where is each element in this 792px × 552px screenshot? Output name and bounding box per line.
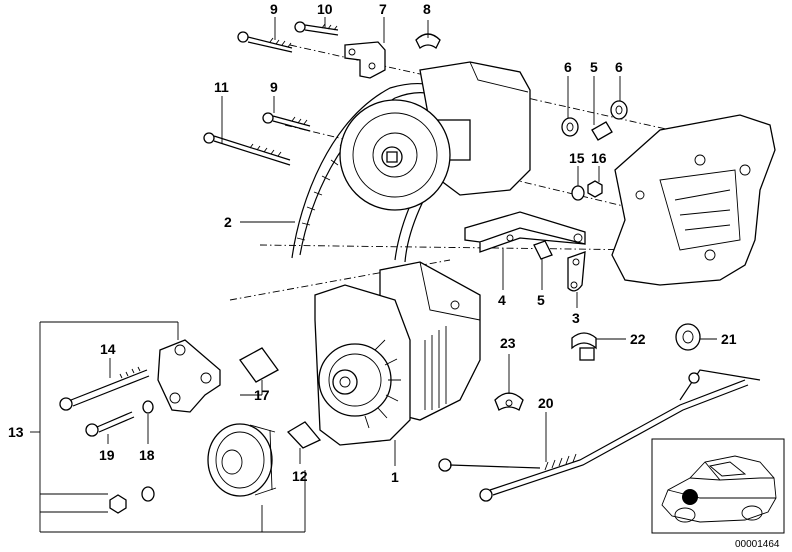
washer-18 bbox=[142, 400, 154, 414]
mounting-plate bbox=[157, 339, 221, 413]
clip-22 bbox=[571, 332, 597, 361]
callout-3: 3 bbox=[572, 310, 580, 326]
tension-bar-4 bbox=[464, 211, 586, 253]
clip-8 bbox=[415, 33, 441, 49]
callout-18: 18 bbox=[139, 447, 155, 463]
clamp-23 bbox=[494, 392, 524, 411]
callout-20: 20 bbox=[538, 395, 554, 411]
bolt-19 bbox=[85, 411, 135, 437]
washer-15 bbox=[571, 185, 585, 201]
spacer-6-right bbox=[610, 100, 628, 120]
bolt-11 bbox=[203, 132, 291, 166]
bolt-9-top bbox=[237, 31, 293, 53]
callout-11: 11 bbox=[214, 79, 229, 95]
bolt-9-middle bbox=[262, 112, 311, 132]
bracket-7 bbox=[344, 41, 386, 79]
callout-17: 17 bbox=[254, 387, 270, 403]
callout-7: 7 bbox=[379, 1, 387, 17]
bolt-12 bbox=[286, 421, 322, 449]
cable-20 bbox=[438, 369, 761, 502]
ac-compressor bbox=[339, 61, 531, 211]
callout-21: 21 bbox=[721, 331, 737, 347]
callout-5-top: 5 bbox=[590, 59, 598, 75]
leader-lines bbox=[107, 17, 717, 466]
bolt-10 bbox=[294, 21, 339, 36]
callout-labels: 9 10 7 8 6 5 6 11 9 15 16 2 4 5 3 23 22 … bbox=[8, 1, 737, 485]
callout-10: 10 bbox=[317, 1, 333, 17]
callout-9-middle: 9 bbox=[270, 79, 278, 95]
callout-23: 23 bbox=[500, 335, 516, 351]
nut-16 bbox=[587, 180, 603, 198]
callout-12: 12 bbox=[292, 468, 308, 484]
spacer-6-left bbox=[561, 117, 579, 137]
callout-8: 8 bbox=[423, 1, 431, 17]
location-marker bbox=[682, 489, 698, 505]
callout-4: 4 bbox=[498, 292, 506, 308]
sleeve-5-bottom bbox=[533, 240, 553, 260]
sleeve-5-top bbox=[591, 121, 613, 141]
callout-16: 16 bbox=[591, 150, 607, 166]
group-13-bracket bbox=[30, 321, 306, 533]
callout-13: 13 bbox=[8, 424, 24, 440]
washer-lower bbox=[141, 486, 155, 502]
callout-15: 15 bbox=[569, 150, 585, 166]
alternator-1 bbox=[314, 261, 481, 446]
callout-6-right: 6 bbox=[615, 59, 623, 75]
vehicle-locator-thumbnail bbox=[651, 438, 785, 534]
car-icon bbox=[661, 455, 777, 523]
callout-2: 2 bbox=[224, 214, 232, 230]
bolt-14 bbox=[59, 366, 150, 411]
link-3 bbox=[567, 251, 586, 292]
pulley bbox=[207, 423, 277, 497]
grommet-21 bbox=[675, 323, 701, 351]
callout-14: 14 bbox=[100, 341, 116, 357]
callout-5-bottom: 5 bbox=[537, 292, 545, 308]
callout-19: 19 bbox=[99, 447, 115, 463]
callout-9-top: 9 bbox=[270, 1, 278, 17]
callout-1: 1 bbox=[391, 469, 399, 485]
engine-mounting-bracket bbox=[611, 114, 776, 286]
nut-lower bbox=[109, 494, 127, 514]
callout-6-left: 6 bbox=[564, 59, 572, 75]
sleeve-17 bbox=[239, 347, 279, 383]
diagram-reference-number: 00001464 bbox=[735, 539, 780, 550]
callout-22: 22 bbox=[630, 331, 646, 347]
